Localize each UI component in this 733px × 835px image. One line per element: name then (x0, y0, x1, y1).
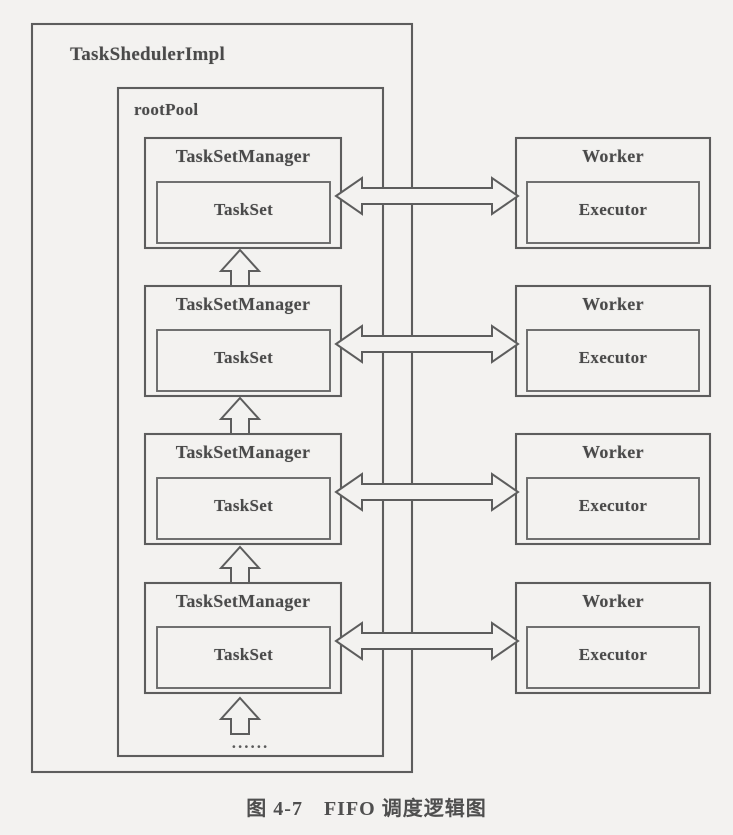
taskset-box-3 (156, 477, 331, 540)
taskset-box-1 (156, 181, 331, 244)
taskset-manager-label-3: TaskSetManager (175, 442, 311, 462)
executor-box-3 (526, 477, 700, 540)
root-pool-frame (116, 86, 385, 758)
worker-label-1: Worker (582, 146, 644, 166)
taskset-manager-label-2: TaskSetManager (175, 294, 311, 314)
double-headed-arrow-icon-3 (334, 472, 520, 512)
up-arrow-icon-4 (218, 696, 262, 735)
executor-box-4 (526, 626, 700, 689)
executor-label-1: Executor (578, 200, 648, 219)
executor-label-2: Executor (578, 348, 648, 367)
taskset-label-2: TaskSet (213, 348, 274, 367)
continuation-ellipsis: ...... (231, 733, 270, 752)
up-arrow-icon-3 (218, 545, 262, 584)
executor-label-3: Executor (578, 496, 648, 515)
executor-label-4: Executor (578, 645, 648, 664)
taskset-manager-label-4: TaskSetManager (175, 591, 311, 611)
worker-box-3 (514, 432, 712, 546)
taskset-label-3: TaskSet (213, 496, 274, 515)
executor-box-1 (526, 181, 700, 244)
worker-label-3: Worker (582, 442, 644, 462)
taskset-box-2 (156, 329, 331, 392)
scheduler-label: TaskShedulerImpl (70, 44, 226, 65)
double-headed-arrow-icon-1 (334, 176, 520, 216)
taskset-label-4: TaskSet (213, 645, 274, 664)
double-headed-arrow-icon-2 (334, 324, 520, 364)
worker-label-2: Worker (582, 294, 644, 314)
up-arrow-icon-2 (218, 396, 262, 435)
up-arrow-icon-1 (218, 248, 262, 287)
worker-box-4 (514, 581, 712, 695)
worker-box-1 (514, 136, 712, 250)
taskset-label-1: TaskSet (213, 200, 274, 219)
double-headed-arrow-icon-4 (334, 621, 520, 661)
worker-label-4: Worker (582, 591, 644, 611)
figure-caption: 图 4-7 FIFO 调度逻辑图 (246, 798, 487, 820)
taskset-box-4 (156, 626, 331, 689)
root-pool-label: rootPool (134, 100, 199, 119)
executor-box-2 (526, 329, 700, 392)
taskset-manager-label-1: TaskSetManager (175, 146, 311, 166)
scheduler-frame (30, 22, 414, 774)
worker-box-2 (514, 284, 712, 398)
